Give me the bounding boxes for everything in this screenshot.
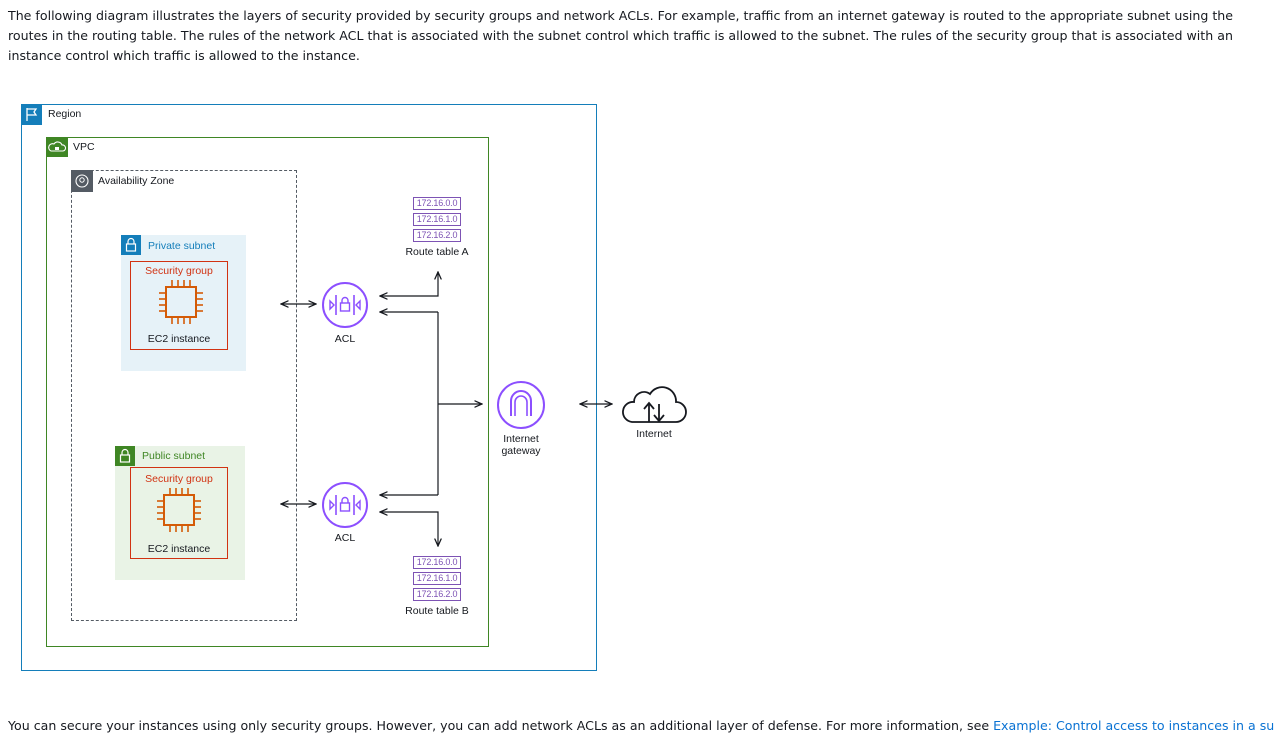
private-security-group-label: Security group [145, 265, 213, 277]
route-entry: 172.16.2.0 [413, 588, 461, 601]
network-acl-icon [322, 282, 368, 328]
vpc-label: VPC [73, 141, 95, 153]
chip-icon [159, 280, 203, 324]
outro-paragraph: You can secure your instances using only… [8, 716, 1275, 736]
private-subnet-box [121, 235, 246, 371]
region-label: Region [48, 108, 82, 120]
chip-icon [157, 488, 201, 532]
route-entry: 172.16.0.0 [413, 556, 461, 569]
private-ec2-label: EC2 instance [147, 333, 211, 345]
route-entry: 172.16.1.0 [413, 572, 461, 585]
public-ec2-label: EC2 instance [147, 543, 211, 555]
public-security-group-label: Security group [145, 473, 213, 485]
public-subnet-box [115, 446, 245, 580]
route-entry: 172.16.2.0 [413, 229, 461, 242]
vpc-box [46, 137, 489, 647]
internet-gateway-icon [497, 381, 545, 429]
internet-gateway-label-line1: Internet [503, 433, 539, 445]
outro-text: You can secure your instances using only… [8, 718, 994, 733]
network-acl-icon [322, 482, 368, 528]
padlock-icon [115, 446, 135, 466]
route-entry: 172.16.0.0 [413, 197, 461, 210]
cloud-updown-icon [622, 386, 687, 423]
route-entry: 172.16.1.0 [413, 213, 461, 226]
availability-zone-box [71, 170, 297, 621]
location-pin-icon [71, 170, 93, 192]
acl-top-label: ACL [334, 333, 356, 345]
public-security-group-box [130, 467, 228, 559]
public-subnet-label: Public subnet [142, 450, 206, 462]
padlock-icon [121, 235, 141, 255]
flag-icon [21, 104, 42, 125]
route-table-b-label: Route table B [405, 605, 469, 617]
route-table-b: 172.16.0.0 172.16.1.0 172.16.2.0 [413, 556, 461, 604]
cloud-lock-icon [46, 137, 68, 157]
route-table-a: 172.16.0.0 172.16.1.0 172.16.2.0 [413, 197, 461, 245]
private-subnet-label: Private subnet [148, 240, 216, 252]
private-security-group-box [130, 261, 228, 350]
route-table-a-label: Route table A [405, 246, 469, 258]
availability-zone-label: Availability Zone [98, 175, 175, 187]
acl-bottom-label: ACL [334, 532, 356, 544]
region-box [21, 104, 597, 671]
internet-label: Internet [636, 428, 672, 440]
intro-paragraph: The following diagram illustrates the la… [8, 8, 1234, 63]
example-control-access-link[interactable]: Example: Control access to instances in … [993, 718, 1275, 733]
internet-gateway-label-line2: gateway [501, 445, 541, 457]
